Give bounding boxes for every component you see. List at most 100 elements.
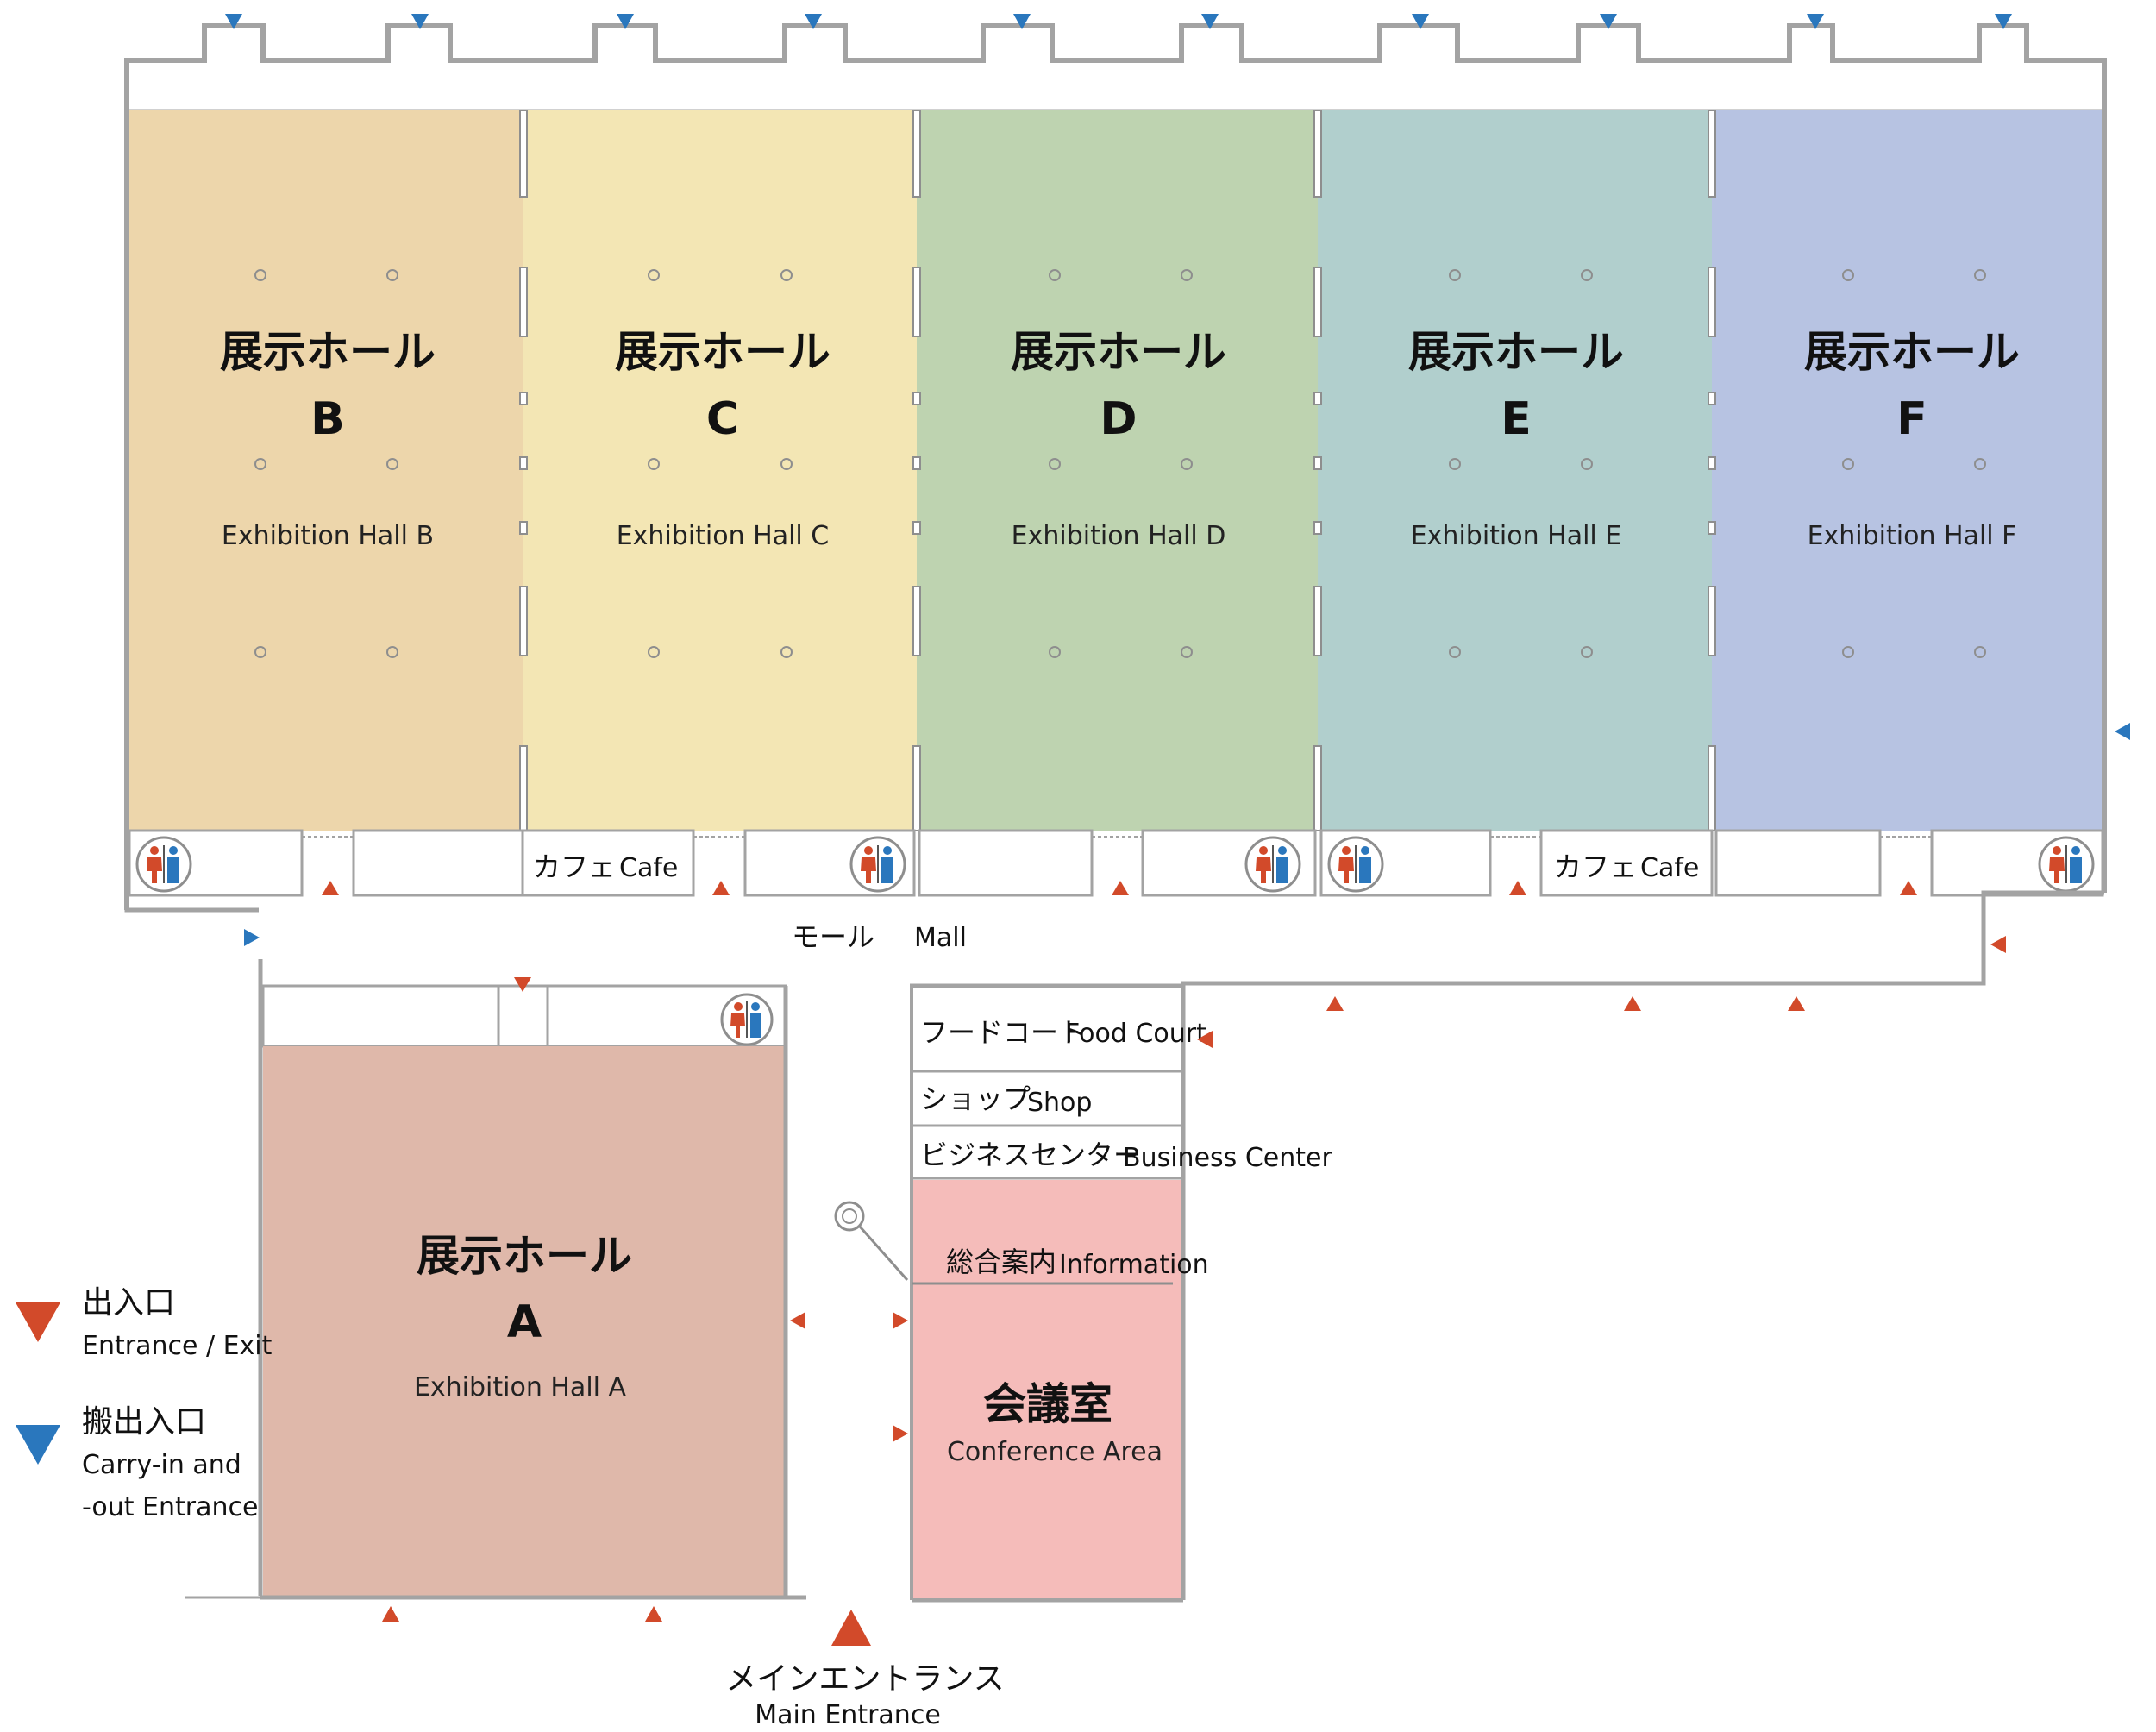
svg-text:A: A <box>507 1296 542 1348</box>
entrance-triangle-icon <box>1509 881 1526 895</box>
entrance-triangle-icon <box>1326 996 1344 1011</box>
svg-text:Cafe: Cafe <box>619 853 678 883</box>
hall-c-label: 展示ホール C Exhibition Hall C <box>615 327 830 551</box>
carry-in-triangle-icon <box>1013 14 1031 29</box>
carry-in-triangle-icon <box>1412 14 1429 29</box>
hall-e-label: 展示ホール E Exhibition Hall E <box>1408 327 1624 551</box>
entrance-triangle-icon <box>16 1302 60 1342</box>
hall-d-label: 展示ホール D Exhibition Hall D <box>1011 327 1226 551</box>
svg-text:フードコート: フードコート <box>920 1016 1086 1049</box>
entrance-triangle-icon <box>1990 936 2006 953</box>
restroom-icon <box>720 993 774 1046</box>
svg-text:展示ホール: 展示ホール <box>220 327 436 377</box>
conference-area-floor[interactable] <box>913 1180 1181 1598</box>
svg-text:カフェ: カフェ <box>1554 850 1637 883</box>
svg-text:B: B <box>310 393 345 445</box>
svg-text:Exhibition Hall D: Exhibition Hall D <box>1012 521 1226 551</box>
hall-e-floor[interactable] <box>1318 110 1712 831</box>
top-hall-block: 展示ホール B Exhibition Hall B 展示ホール C Exhibi… <box>124 23 2107 910</box>
hall-f-label: 展示ホール F Exhibition Hall F <box>1804 327 2020 551</box>
restroom-icon <box>1244 836 1301 893</box>
entrance-triangle-icon <box>514 977 531 992</box>
main-entrance-label: メインエントランス Main Entrance <box>725 1661 1004 1730</box>
svg-text:モール: モール <box>792 920 874 953</box>
shop[interactable]: ショップ Shop <box>920 1082 1092 1118</box>
entrance-triangle-icon <box>712 881 730 895</box>
entrance-triangle-icon <box>790 1312 805 1329</box>
business-center[interactable]: ビジネスセンター Business Center <box>920 1139 1332 1173</box>
loading-bays <box>124 23 2107 112</box>
information-icon <box>834 1201 909 1281</box>
carry-in-markers <box>225 14 2130 946</box>
svg-text:Main Entrance: Main Entrance <box>755 1700 941 1730</box>
carry-in-triangle-icon <box>1807 14 1824 29</box>
hall-d-floor[interactable] <box>917 110 1318 831</box>
cafe-1[interactable]: カフェ Cafe <box>533 850 678 883</box>
svg-text:会議室: 会議室 <box>983 1379 1112 1429</box>
hall-b-floor[interactable] <box>129 110 523 831</box>
svg-text:展示ホール: 展示ホール <box>615 327 830 377</box>
entrance-triangle-icon <box>1197 1031 1213 1048</box>
svg-text:Mall: Mall <box>914 923 967 953</box>
entrance-triangle-icon <box>322 881 339 895</box>
svg-text:展示ホール: 展示ホール <box>1804 327 2020 377</box>
svg-text:C: C <box>706 393 739 445</box>
svg-text:搬出入口: 搬出入口 <box>82 1404 206 1440</box>
svg-text:Shop: Shop <box>1027 1088 1092 1118</box>
legend: 出入口 Entrance / Exit 搬出入口 Carry-in and -o… <box>16 1285 273 1522</box>
svg-text:Food Court: Food Court <box>1065 1019 1206 1049</box>
hall-a-block: 展示ホール A Exhibition Hall A <box>185 959 806 1600</box>
svg-text:Cafe: Cafe <box>1640 853 1699 883</box>
svg-text:ビジネスセンター: ビジネスセンター <box>920 1139 1141 1171</box>
svg-text:ショップ: ショップ <box>920 1082 1031 1115</box>
carry-in-triangle-icon <box>1201 14 1219 29</box>
main-entrance-triangle-icon <box>831 1610 871 1646</box>
svg-text:Exhibition Hall E: Exhibition Hall E <box>1411 521 1622 551</box>
entrance-triangle-icon <box>382 1606 399 1622</box>
svg-text:展示ホール: 展示ホール <box>417 1231 632 1281</box>
restroom-icon <box>1327 836 1384 893</box>
cafe-2[interactable]: カフェ Cafe <box>1554 850 1699 883</box>
entrance-triangle-icon <box>1788 996 1805 1011</box>
entrance-triangle-icon <box>1624 996 1641 1011</box>
entrance-triangle-icon <box>893 1425 908 1442</box>
entrance-markers <box>322 881 2006 1646</box>
restroom-icon <box>849 836 906 893</box>
carry-in-triangle-icon <box>1995 14 2012 29</box>
food-court[interactable]: フードコート Food Court <box>920 1016 1206 1049</box>
carry-in-triangle-icon <box>2115 723 2130 740</box>
hall-a-floor[interactable] <box>263 1046 786 1596</box>
entrance-triangle-icon <box>893 1312 908 1329</box>
carry-in-triangle-icon <box>16 1425 60 1465</box>
entrance-triangle-icon <box>1900 881 1917 895</box>
svg-text:カフェ: カフェ <box>533 850 616 883</box>
facilities-block: フードコート Food Court ショップ Shop ビジネスセンター Bus… <box>834 983 1332 1603</box>
carry-in-triangle-icon <box>617 14 634 29</box>
svg-text:D: D <box>1100 393 1137 445</box>
conference-area-label: 会議室 Conference Area <box>947 1379 1163 1467</box>
restroom-icon <box>2038 836 2095 893</box>
hall-c-floor[interactable] <box>523 110 917 831</box>
pillars <box>254 269 1986 658</box>
svg-text:出入口: 出入口 <box>82 1285 175 1321</box>
svg-text:総合案内: 総合案内 <box>946 1246 1056 1278</box>
svg-text:Conference Area: Conference Area <box>947 1437 1163 1467</box>
hall-f-floor[interactable] <box>1712 110 2104 831</box>
hall-dividers <box>519 110 1716 831</box>
svg-text:F: F <box>1896 393 1927 445</box>
svg-text:Business Center: Business Center <box>1123 1143 1332 1173</box>
information-desk[interactable]: 総合案内 Information <box>946 1246 1209 1280</box>
svg-text:E: E <box>1501 393 1532 445</box>
svg-text:Entrance / Exit: Entrance / Exit <box>82 1331 273 1361</box>
carry-in-triangle-icon <box>411 14 429 29</box>
svg-text:Carry-in and: Carry-in and <box>82 1450 241 1480</box>
hall-b-label: 展示ホール B Exhibition Hall B <box>220 327 436 551</box>
svg-text:-out Entrance: -out Entrance <box>82 1492 258 1522</box>
svg-text:Exhibition Hall C: Exhibition Hall C <box>617 521 830 551</box>
entrance-triangle-icon <box>645 1606 662 1622</box>
svg-text:Exhibition Hall B: Exhibition Hall B <box>222 521 434 551</box>
carry-in-triangle-icon <box>225 14 242 29</box>
svg-text:展示ホール: 展示ホール <box>1408 327 1624 377</box>
svg-text:Exhibition Hall A: Exhibition Hall A <box>414 1372 627 1403</box>
